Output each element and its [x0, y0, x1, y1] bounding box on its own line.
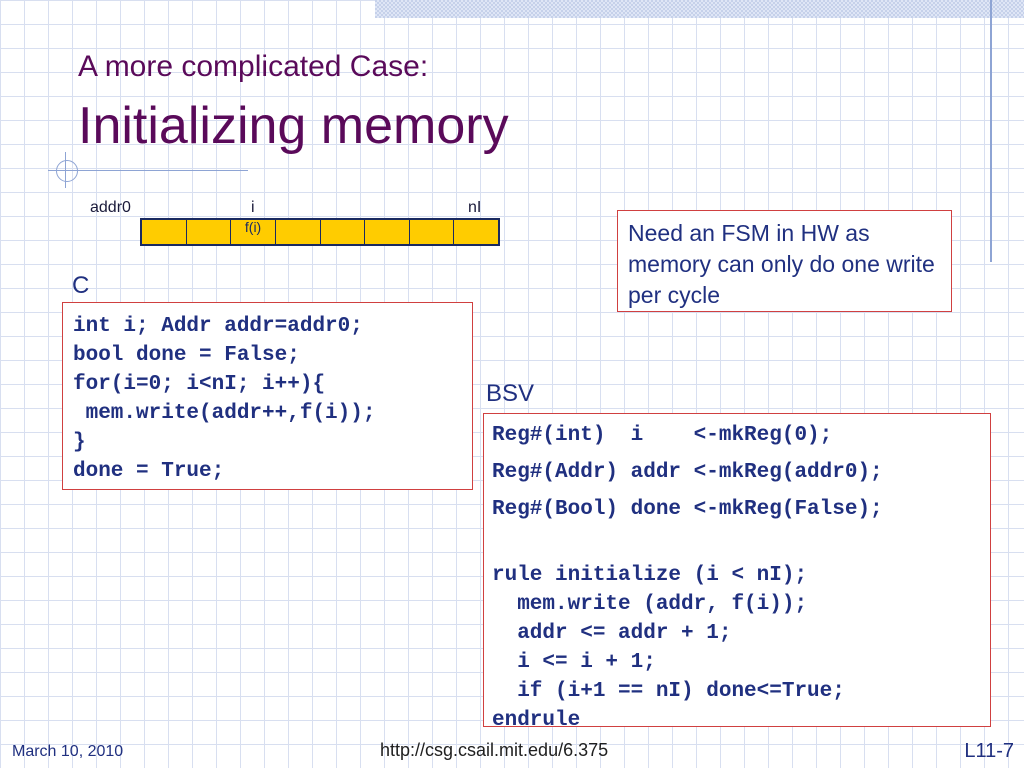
bsv-code-block: Reg#(int) i <-mkReg(0); Reg#(Addr) addr <… — [492, 421, 982, 735]
bsv-code-line: i <= i + 1; — [492, 651, 656, 674]
bsv-code-line: Reg#(int) i <-mkReg(0); — [492, 424, 833, 447]
bsv-code-line: if (i+1 == nI) done<=True; — [492, 680, 845, 703]
memory-cell — [454, 220, 498, 244]
bsv-code-line: Reg#(Addr) addr <-mkReg(addr0); — [492, 461, 883, 484]
c-code-line: mem.write(addr++,f(i)); — [73, 402, 376, 425]
c-section-label: C — [72, 272, 90, 299]
bsv-section-label: BSV — [486, 380, 535, 407]
title-underline — [48, 170, 248, 171]
c-code-line: for(i=0; i<nI; i++){ — [73, 373, 326, 396]
footer-url[interactable]: http://csg.csail.mit.edu/6.375 — [380, 740, 609, 760]
memory-array: f(i) — [140, 218, 500, 246]
memory-cell-label: f(i) — [244, 219, 262, 235]
memory-cell: f(i) — [231, 219, 276, 244]
memory-cell — [187, 220, 232, 244]
title-circle-ornament — [56, 160, 78, 182]
top-decorative-band — [375, 0, 1024, 18]
c-code-line: done = True; — [73, 460, 225, 483]
memory-cell — [276, 220, 321, 244]
array-label-i: i — [251, 199, 255, 216]
c-code-box: int i; Addr addr=addr0; bool done = False… — [62, 302, 473, 490]
fsm-note: Need an FSM in HW as memory can only do … — [617, 210, 952, 312]
bsv-code-line: endrule — [492, 709, 581, 732]
bsv-code-line: mem.write (addr, f(i)); — [492, 593, 808, 616]
title-cross-ornament — [65, 152, 66, 188]
bsv-code-line: Reg#(Bool) done <-mkReg(False); — [492, 498, 883, 521]
bsv-code-line: addr <= addr + 1; — [492, 622, 732, 645]
right-decorative-line — [990, 0, 992, 262]
memory-cell — [142, 220, 187, 244]
c-code-line: bool done = False; — [73, 344, 300, 367]
memory-cell — [365, 220, 410, 244]
slide-title: Initializing memory — [78, 97, 509, 155]
bsv-code-line: rule initialize (i < nI); — [492, 564, 808, 587]
memory-cell — [321, 220, 366, 244]
array-label-ni: nI — [468, 199, 482, 216]
bsv-code-box: Reg#(int) i <-mkReg(0); Reg#(Addr) addr <… — [483, 413, 991, 732]
slide-subtitle: A more complicated Case: — [78, 50, 429, 83]
array-label-addr0: addr0 — [90, 199, 131, 216]
footer-page-number: L11-7 — [964, 740, 1014, 762]
footer-date: March 10, 2010 — [12, 743, 124, 760]
c-code-line: int i; Addr addr=addr0; — [73, 315, 363, 338]
bsv-code-line — [492, 532, 982, 561]
c-code-block: int i; Addr addr=addr0; bool done = False… — [73, 312, 462, 486]
c-code-line: } — [73, 431, 86, 454]
memory-cell — [410, 220, 455, 244]
